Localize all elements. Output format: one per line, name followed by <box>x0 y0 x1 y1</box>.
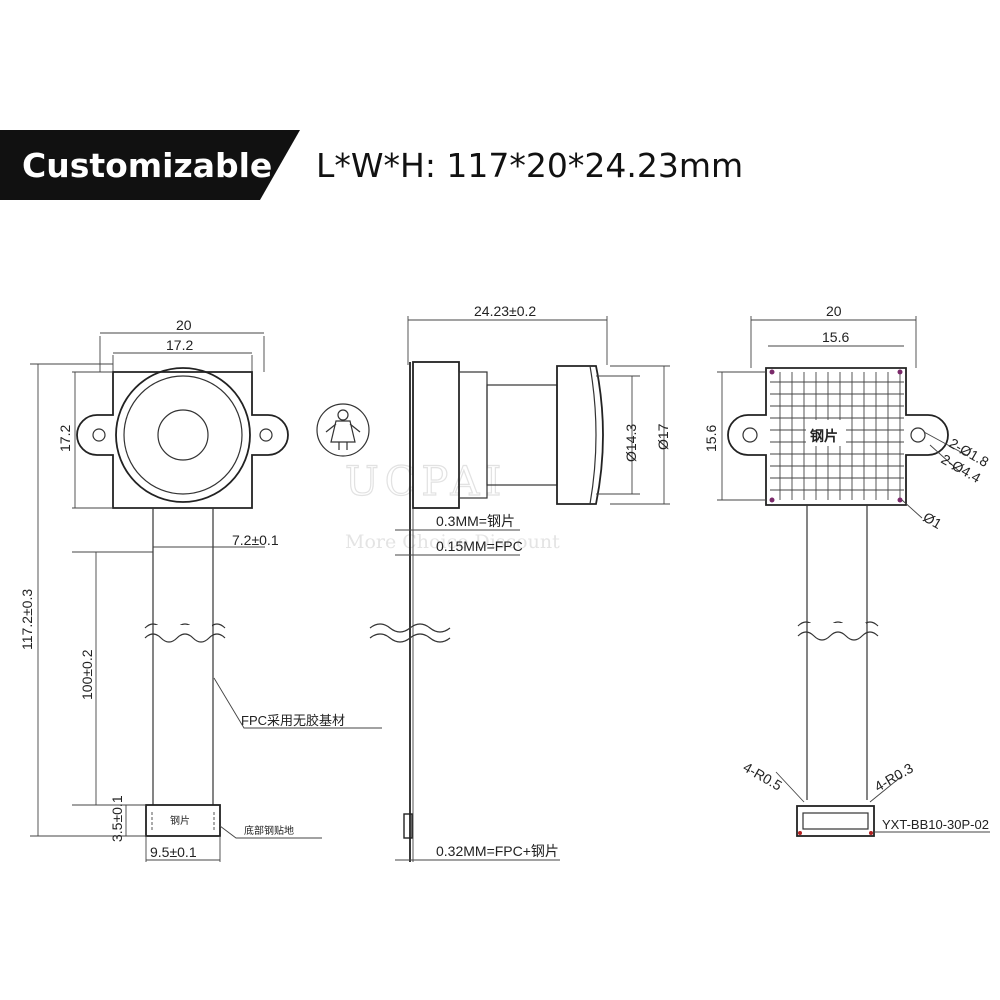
side-depth-label: 24.23±0.2 <box>474 303 536 319</box>
radius-callout-1: 4-R0.5 <box>741 759 786 794</box>
back-width-label: 20 <box>826 303 842 319</box>
mount-hole-right <box>259 428 273 442</box>
side-view: 24.23±0.2 Ø14.3 Ø17 0.3MM=钢片 0.15MM=FPC … <box>369 303 671 862</box>
side-stiffener <box>403 813 413 839</box>
fpc-length-label: 100±0.2 <box>79 649 95 700</box>
lens-inner-circle <box>123 375 243 495</box>
back-connector-inner <box>802 812 869 830</box>
side-d1-label: Ø14.3 <box>623 424 639 462</box>
side-break-mark-2 <box>369 633 451 643</box>
back-plate-outline <box>727 367 949 506</box>
badge-title: Customizable <box>22 146 272 185</box>
badge-background <box>0 130 300 200</box>
back-plate-label: 钢片 <box>810 428 838 444</box>
front-view: 20 17.2 17.2 117.2±0.3 7.2±0.1 <box>19 317 382 862</box>
pad-label: 钢片 <box>170 814 190 827</box>
fpc-material-note: FPC采用无胶基材 <box>241 713 345 728</box>
pad-width-label: 9.5±0.1 <box>150 844 197 860</box>
steel-plate-grid <box>770 372 904 500</box>
lens-outer-circle <box>115 367 251 503</box>
lens-glass <box>157 409 209 461</box>
fpc-break-mark-2 <box>144 633 226 643</box>
back-view: 20 15.6 <box>703 303 992 837</box>
side-lens-curve <box>589 365 597 505</box>
back-connector-outline <box>796 805 875 837</box>
header-banner: Customizable L*W*H: 117*20*24.23mm <box>0 130 743 200</box>
front-width-label: 20 <box>176 317 192 333</box>
radius-callout-2: 4-R0.3 <box>872 760 917 795</box>
back-height-label: 15.6 <box>703 425 719 452</box>
back-mount-hole-left <box>742 427 758 443</box>
back-mount-hole-right <box>910 427 926 443</box>
watermark-tagline: More Choice Discount <box>345 531 560 553</box>
steel-thickness-note: 0.3MM=钢片 <box>436 513 515 529</box>
mount-hole-left <box>92 428 106 442</box>
front-height-label: 17.2 <box>57 425 73 452</box>
back-break-mark-2 <box>797 631 879 641</box>
side-break-mark-1 <box>369 623 451 633</box>
connector-part-number: YXT-BB10-30P-02 <box>882 817 989 832</box>
handling-caution-icon <box>316 403 370 457</box>
stiffener-pad <box>145 804 221 837</box>
total-thickness-note: 0.32MM=FPC+钢片 <box>436 843 559 859</box>
back-inner-width-label: 15.6 <box>822 329 849 345</box>
side-d2-label: Ø17 <box>655 423 671 450</box>
pad-note: 底部钢贴地 <box>244 824 294 837</box>
lens-holder-outline <box>76 371 289 509</box>
fpc-thickness-note: 0.15MM=FPC <box>436 538 523 554</box>
dimension-spec: L*W*H: 117*20*24.23mm <box>316 146 743 185</box>
hole-callout-3: Ø1 <box>921 509 945 532</box>
fpc-width-label: 7.2±0.1 <box>232 532 279 548</box>
pad-height-label: 3.5±0.1 <box>109 795 125 842</box>
front-inner-width-label: 17.2 <box>166 337 193 353</box>
total-length-label: 117.2±0.3 <box>19 589 35 650</box>
